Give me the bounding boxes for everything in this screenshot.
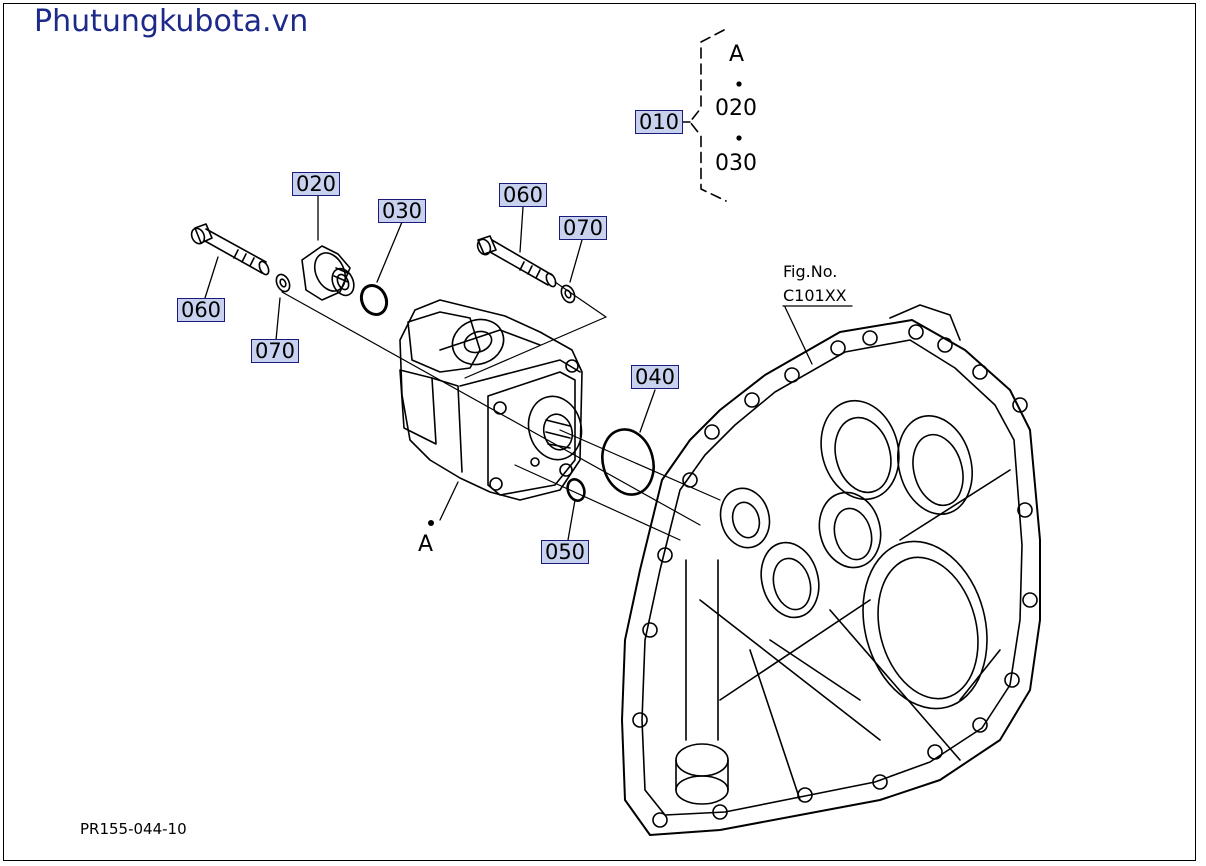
washer-right (560, 284, 576, 304)
leader-lines (204, 195, 853, 541)
oring-050 (566, 478, 586, 502)
brand-watermark: Phutungkubota.vn (34, 4, 309, 39)
axis-lines (281, 281, 721, 541)
fig-ref-label: Fig.No. (783, 262, 838, 281)
callout-020[interactable]: 020 (292, 172, 340, 196)
assembly-label: A (418, 532, 434, 557)
oring-030 (359, 283, 389, 317)
kit-member-020: 020 (715, 96, 757, 121)
bolt-right (476, 235, 557, 288)
callout-060-right[interactable]: 060 (499, 183, 547, 207)
oring-040 (601, 428, 655, 496)
assembly-dot (428, 520, 434, 526)
diagram-frame (3, 3, 1196, 861)
callout-030[interactable]: 030 (378, 199, 426, 223)
callout-070-left[interactable]: 070 (251, 339, 299, 363)
hydraulic-pump (399, 299, 583, 501)
callout-060-left[interactable]: 060 (177, 298, 225, 322)
kit-member-a: A (729, 42, 745, 67)
bolt-left (190, 223, 270, 276)
figure-code: PR155-044-10 (80, 820, 187, 838)
fig-ref-number[interactable]: C101XX (783, 286, 847, 305)
kit-bracket (682, 29, 742, 202)
plug-020 (301, 245, 355, 301)
callout-010[interactable]: 010 (635, 110, 683, 134)
washer-left (275, 273, 291, 293)
kit-member-030: 030 (715, 151, 757, 176)
transmission-case (621, 304, 1041, 836)
callout-040[interactable]: 040 (631, 365, 679, 389)
callout-050[interactable]: 050 (541, 540, 589, 564)
callout-070-right[interactable]: 070 (559, 216, 607, 240)
